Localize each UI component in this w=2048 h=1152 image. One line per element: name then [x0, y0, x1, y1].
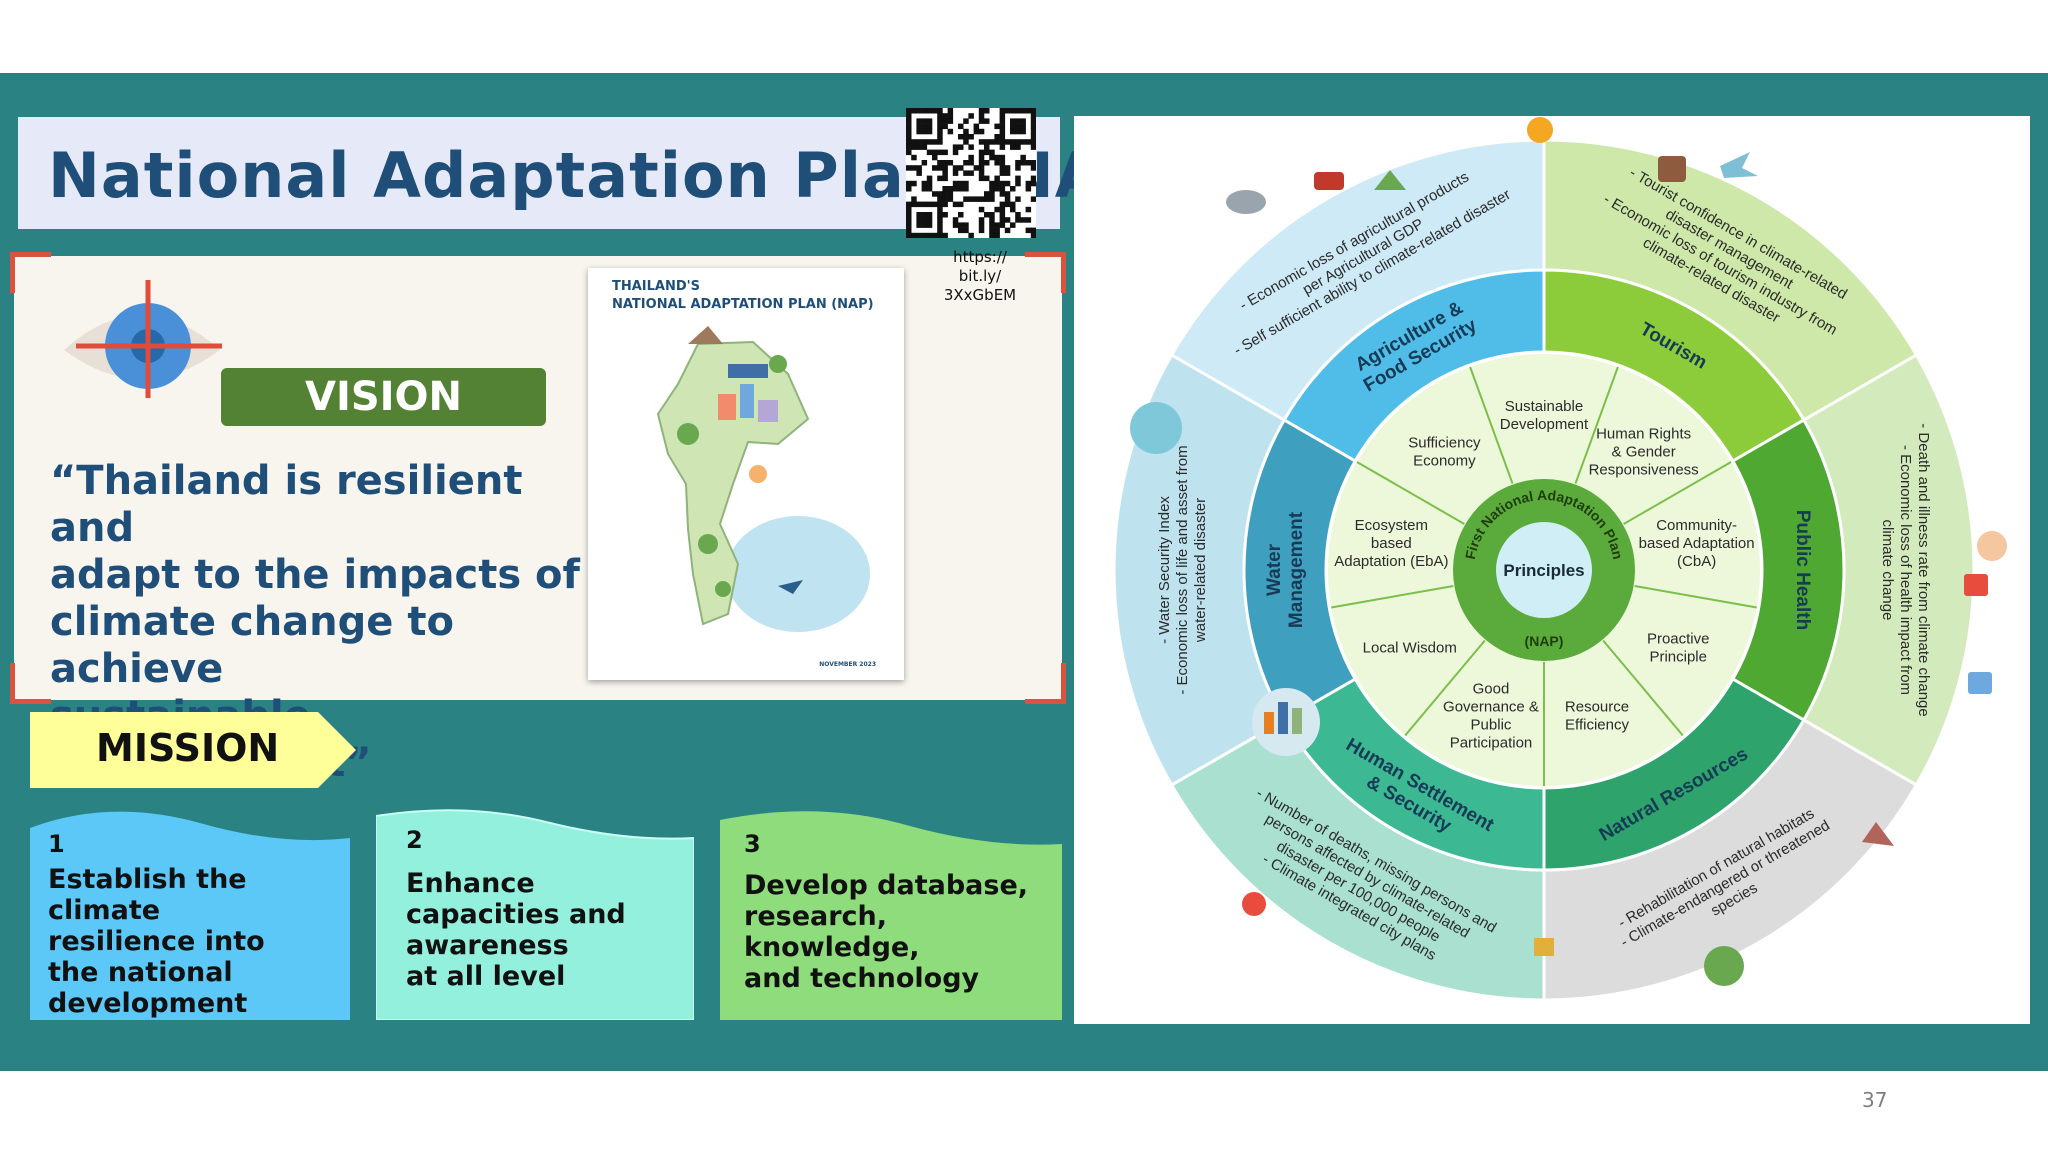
adaptation-wheel-diagram: First National Adaptation Plan (NAP) Pri… [1112, 117, 2007, 1002]
mission-card-2: 2 Enhance capacities and awareness at al… [376, 808, 694, 1020]
vision-panel: VISION “Thailand is resilient and adapt … [10, 252, 1066, 786]
mission-arrow-shape [30, 712, 356, 788]
principles-label: Principles [1503, 561, 1584, 580]
sector-label: Public Health [1792, 510, 1813, 630]
mission-number: 1 [48, 830, 65, 858]
principle-divider [1623, 461, 1732, 525]
emergency-icon [1242, 892, 1266, 916]
outer-ring [1112, 138, 1976, 1002]
cover-date: NOVEMBER 2023 [819, 661, 876, 668]
corner-bracket [10, 663, 51, 704]
mission-card-1: 1 Establish the climate resilience into … [30, 808, 350, 1020]
sector-segment [1242, 417, 1358, 723]
mission-label: MISSION [96, 726, 280, 770]
plant-icon [1862, 822, 1894, 846]
indicator-label: - Death and illness rate from climate ch… [1879, 423, 1932, 716]
medical-icon [1968, 672, 1992, 694]
nap-report-cover[interactable]: THAILAND'S NATIONAL ADAPTATION PLAN (NAP… [588, 268, 904, 680]
mission-text: Establish the climate resilience into th… [48, 864, 265, 1019]
tree-icon [1704, 946, 1744, 986]
principle-divider [1602, 639, 1684, 737]
mission-banner: MISSION [30, 712, 356, 788]
corner-bracket [1025, 252, 1066, 293]
tractor-icon [1314, 172, 1344, 190]
adaptation-wheel-panel: First National Adaptation Plan (NAP) Pri… [1074, 116, 2030, 1024]
principle-label: Community-based Adaptation(CbA) [1639, 517, 1755, 570]
nap-acronym: (NAP) [1525, 633, 1564, 649]
vision-badge: VISION [221, 368, 546, 426]
corner-bracket [1025, 663, 1066, 704]
mission-number: 2 [406, 826, 423, 854]
sector-ring [1242, 268, 1846, 872]
mission-text: Develop database, research, knowledge, a… [744, 870, 1029, 994]
principle-divider [1634, 584, 1757, 609]
card-shape [30, 811, 350, 1020]
principles-core [1496, 522, 1592, 618]
mission-card-3: 3 Develop database, research, knowledge,… [720, 808, 1062, 1020]
card-shape [720, 811, 1062, 1020]
principle-dividers [1331, 366, 1757, 786]
airplane-icon [1720, 152, 1758, 178]
first-aid-icon [1964, 574, 1988, 596]
principle-divider [1469, 366, 1514, 484]
sun-icon [1527, 117, 1553, 143]
qr-url[interactable]: https:// bit.ly/ 3XxGbEM [943, 248, 1017, 304]
corner-bracket [10, 252, 51, 293]
eye-icon [64, 280, 222, 398]
thailand-map-illustration [656, 326, 870, 632]
principle-divider [1574, 366, 1619, 484]
doctor-icon [1977, 531, 2007, 561]
title-box: National Adaptation Plan (NAP) [18, 117, 1179, 229]
cover-title: THAILAND'S NATIONAL ADAPTATION PLAN (NAP… [612, 279, 874, 312]
mission-text: Enhance capacities and awareness at all … [406, 868, 626, 992]
principle-divider [1356, 461, 1465, 525]
sector-label: WaterManagement [1264, 511, 1307, 628]
indicator-label: - Water Security Index- Economic loss of… [1156, 445, 1209, 694]
principle-label: Local Wisdom [1363, 640, 1457, 657]
card-shape [376, 809, 694, 1020]
luggage-icon [1658, 156, 1686, 182]
qr-code[interactable] [906, 108, 1036, 238]
principle-divider [1331, 584, 1454, 609]
mission-number: 3 [744, 830, 761, 858]
page-number: 37 [1862, 1088, 1888, 1112]
crop-icon [1374, 170, 1406, 190]
sector-icons [1130, 117, 2007, 986]
water-drop-icon [1130, 402, 1182, 454]
principle-divider [1404, 639, 1486, 737]
cloud-icon [1226, 190, 1266, 214]
map-icon [1534, 938, 1554, 956]
